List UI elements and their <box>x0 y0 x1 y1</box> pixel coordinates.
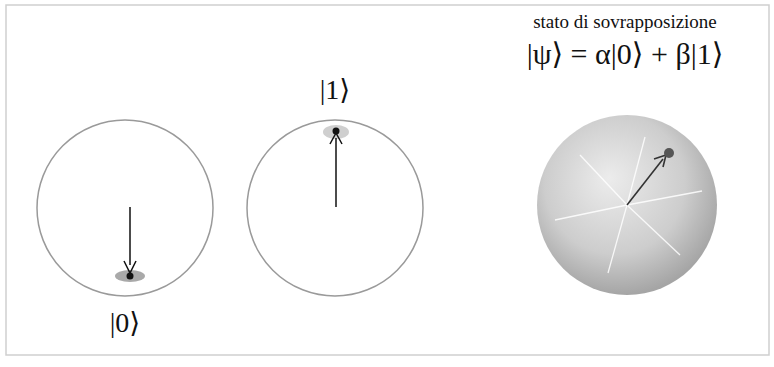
ket-label: |1⟩ <box>240 74 430 106</box>
arrow-head <box>654 155 666 167</box>
sphere-axis <box>627 191 702 205</box>
state-dot <box>664 148 674 158</box>
state-circle <box>37 120 213 296</box>
sphere-body <box>537 115 717 295</box>
sphere-axis <box>627 137 645 205</box>
sphere-axis <box>608 205 627 273</box>
arrow-head <box>124 261 136 273</box>
bloch-sphere: stato di sovrapposizione |ψ⟩ = α|0⟩ + β|1… <box>480 5 770 305</box>
outer-frame <box>6 5 769 355</box>
sphere-axis <box>555 205 627 220</box>
heading: stato di sovrapposizione <box>480 11 770 33</box>
state-formula: |ψ⟩ = α|0⟩ + β|1⟩ <box>480 37 770 72</box>
ket-label: |0⟩ <box>30 307 220 339</box>
node-outline <box>240 72 430 302</box>
sphere-axis <box>627 205 680 255</box>
basis-state-circle: |1⟩ <box>240 72 430 302</box>
state-vector <box>627 159 663 205</box>
basis-state-circle: |0⟩ <box>30 115 220 347</box>
sphere-axis <box>580 155 627 205</box>
state-circle <box>247 120 423 296</box>
state-dot <box>333 128 340 135</box>
state-dot <box>127 273 134 280</box>
arrow-head <box>330 133 342 144</box>
state-arrow <box>129 207 131 265</box>
state-halo <box>323 125 349 139</box>
state-arrow <box>335 138 337 207</box>
